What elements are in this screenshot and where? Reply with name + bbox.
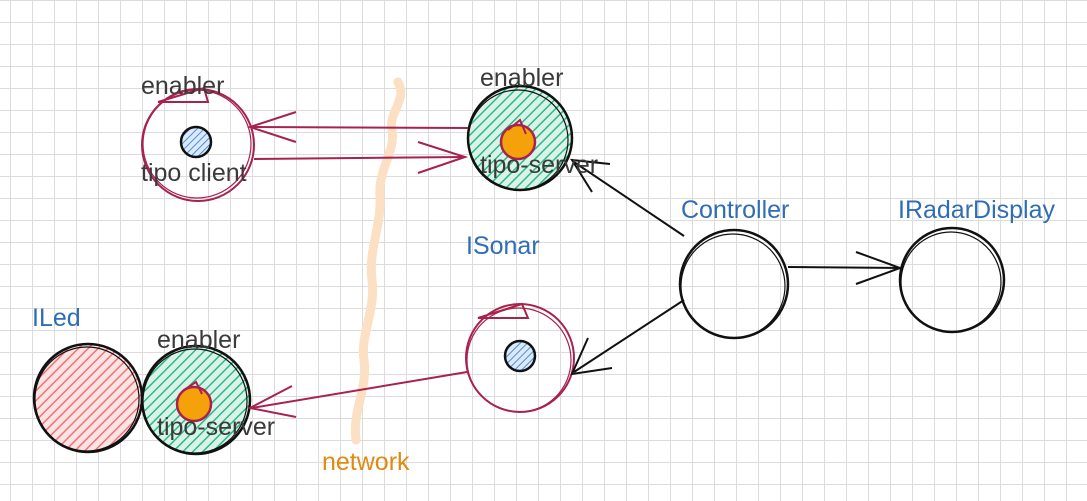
- client-enabler-node: [141, 86, 255, 202]
- client-enabler-label-line2: tipo client: [141, 159, 247, 187]
- led-label: ILed: [32, 304, 81, 332]
- controller-arrows: [570, 158, 903, 376]
- sonar-to-server-arrow: [247, 371, 468, 418]
- led-node: [32, 342, 144, 454]
- sonar-node: [465, 302, 575, 413]
- network-line: [350, 77, 406, 445]
- radar-display-node: [898, 226, 1006, 334]
- network-label: network: [322, 448, 410, 476]
- controller-node: [678, 228, 790, 340]
- client-enabler-label-line1: enabler: [141, 72, 225, 100]
- client-server-arrows: [246, 111, 469, 174]
- sonar-pointer-icon: [477, 302, 530, 319]
- client-pointer-icon: [157, 86, 210, 103]
- controller-label: Controller: [681, 196, 790, 224]
- server-enabler-top-label-line2: tipo-server: [480, 151, 599, 179]
- sonar-label: ISonar: [466, 232, 540, 260]
- server-enabler-top-node: [466, 84, 574, 192]
- sonar-port: [503, 339, 537, 373]
- client-port: [179, 125, 213, 159]
- server-enabler-top-label: enabler tipo-server: [480, 6, 598, 209]
- server-enabler-bottom-label-line2: tipo-server: [157, 413, 276, 441]
- client-enabler-label: enabler tipo client: [141, 14, 247, 217]
- server-enabler-bottom-label-line1: enabler: [157, 326, 241, 354]
- server-bottom-port: [175, 385, 213, 423]
- server-enabler-bottom-node: [140, 344, 252, 456]
- server-enabler-bottom-label: enabler tipo-server: [157, 268, 275, 471]
- server-enabler-top-label-line1: enabler: [480, 64, 564, 92]
- radar-display-label: IRadarDisplay: [898, 196, 1056, 224]
